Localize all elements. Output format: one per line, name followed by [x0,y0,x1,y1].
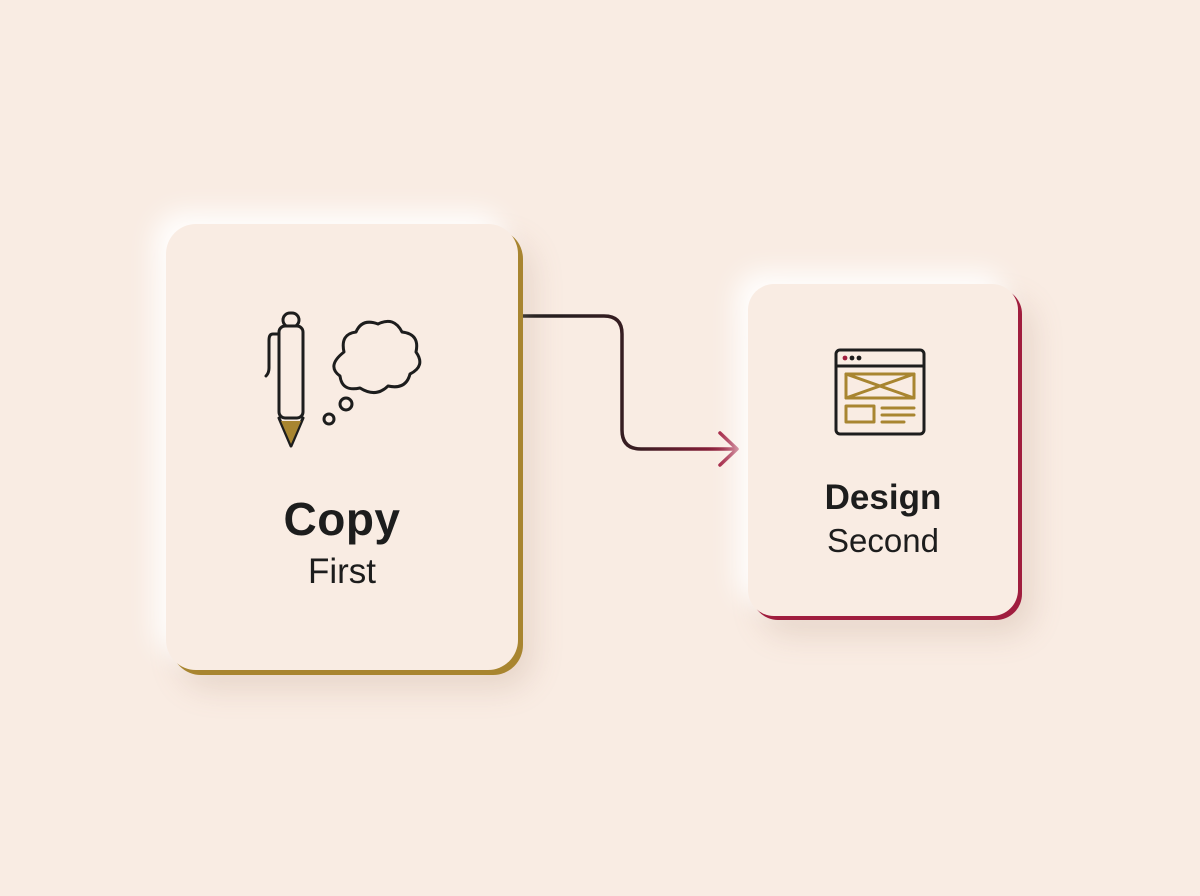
design-title: Design [824,478,942,517]
webpage-wireframe-icon [834,348,928,440]
window-dot-icon [849,355,855,361]
pen-nib-icon [281,421,301,444]
connector-line [521,314,736,451]
design-subtitle: Second [827,522,939,559]
thought-bubble-icon [322,319,422,426]
copy-card: Copy First [166,224,518,670]
arrow-head [718,431,739,467]
design-card: Design Second [748,284,1018,616]
pen-thought-bubble-icon [256,310,436,455]
window-dot-icon [856,355,862,361]
pen-icon [264,311,305,448]
copy-subtitle: First [307,552,377,591]
window-dot-icon [842,355,848,361]
copy-title: Copy [283,493,401,545]
